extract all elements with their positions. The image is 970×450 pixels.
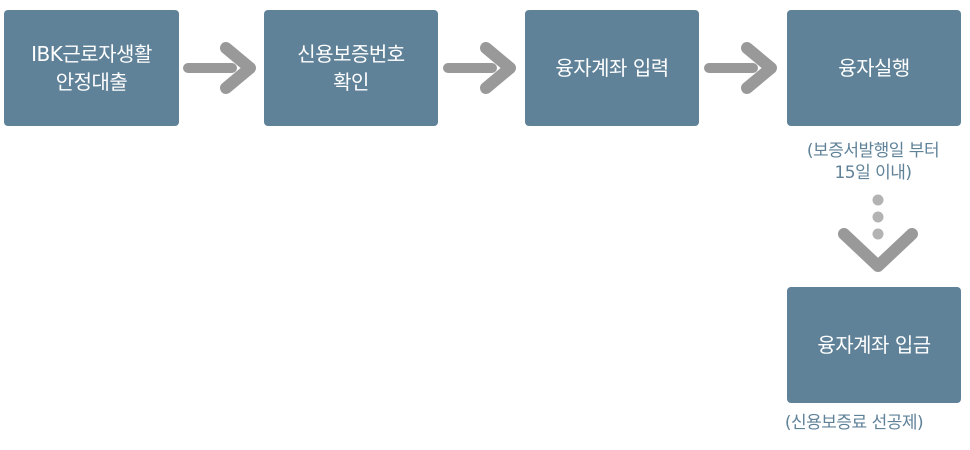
- deposit-note: (신용보증료 선공제): [784, 413, 924, 433]
- step-label-line1: 융자실행: [838, 56, 910, 80]
- step-loan-execution: 융자실행: [787, 10, 961, 126]
- step-ibk-loan: IBK근로자생활 안정대출: [4, 10, 179, 126]
- step-label-line1: 신용보증번호: [297, 42, 405, 66]
- execution-note: (보증서발행일 부터 15일 이내): [777, 140, 969, 184]
- step-loan-account-deposit: 융자계좌 입금: [787, 287, 961, 403]
- step-label-line1: 융자계좌 입금: [817, 333, 931, 357]
- execution-note-line2: 15일 이내): [834, 163, 912, 183]
- flow-arrow-2: [443, 42, 516, 94]
- step-guarantee-number-check: 신용보증번호 확인: [264, 10, 438, 126]
- execution-note-line1: (보증서발행일 부터: [806, 141, 940, 161]
- flow-arrow-3: [704, 42, 777, 94]
- step-label-line2: 안정대출: [55, 70, 128, 94]
- dotted-down-arrow: [838, 194, 918, 272]
- step-label-line1: IBK근로자생활: [31, 42, 152, 66]
- flow-arrow-1: [183, 42, 256, 94]
- step-label-line1: 융자계좌 입력: [555, 56, 669, 80]
- step-label-line2: 확인: [333, 70, 369, 94]
- step-loan-account-input: 융자계좌 입력: [525, 10, 699, 126]
